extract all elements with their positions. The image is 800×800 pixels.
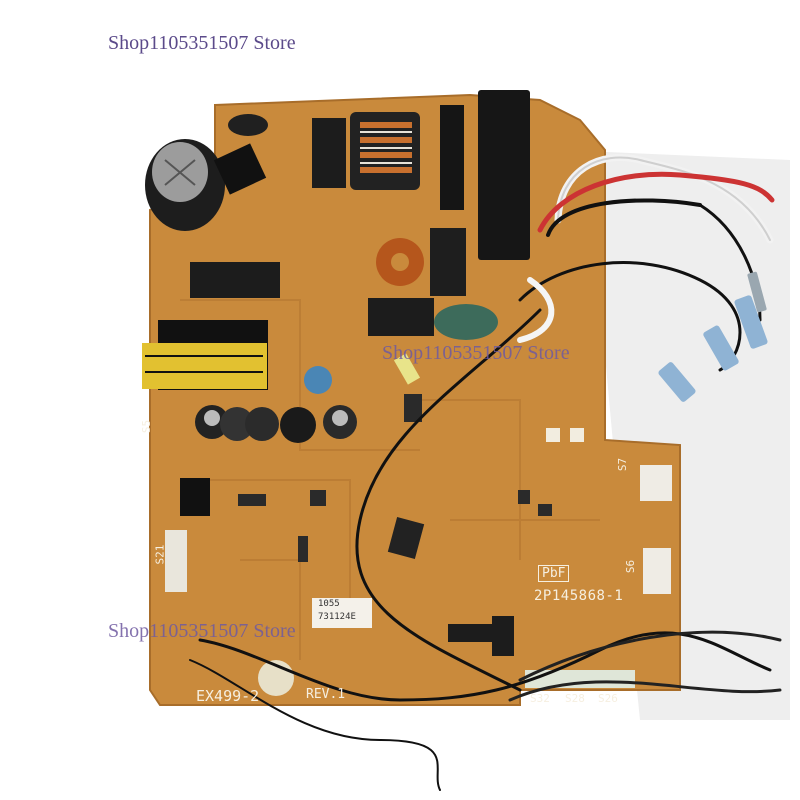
part-number: 2P145868-1 — [534, 588, 624, 604]
spade-terminals — [658, 271, 768, 402]
store-watermark-middle: Shop1105351507 Store — [382, 342, 570, 364]
inductor-coil — [350, 112, 420, 190]
pbf-marking: PbF — [538, 565, 570, 582]
connector-label-s21: S21 — [153, 544, 167, 565]
connector-label-s7: S7 — [616, 457, 630, 472]
sticker-line-2: 731124E — [318, 612, 356, 622]
insulation-sheet — [560, 150, 790, 720]
connector-label-s32: S32 — [530, 692, 550, 705]
sticker-line-1: 1055 — [318, 599, 340, 609]
connector-label-s5: S5 — [140, 419, 154, 434]
store-watermark-bottom: Shop1105351507 Store — [108, 620, 296, 642]
relay — [478, 90, 530, 260]
revision-marking: REV.1 — [306, 687, 346, 702]
capacitor-row — [195, 405, 357, 443]
electrolytic-capacitor-large — [145, 139, 225, 231]
connector-label-s6: S6 — [624, 559, 638, 574]
serial-sticker-text: 1055 731124E — [312, 598, 372, 628]
connector-label-s26: S26 — [598, 692, 618, 705]
model-marking: EX499-2 — [196, 687, 260, 705]
connector-label-s28: S28 — [565, 692, 585, 705]
store-watermark-top: Shop1105351507 Store — [108, 32, 296, 54]
switching-transformer — [142, 320, 268, 390]
